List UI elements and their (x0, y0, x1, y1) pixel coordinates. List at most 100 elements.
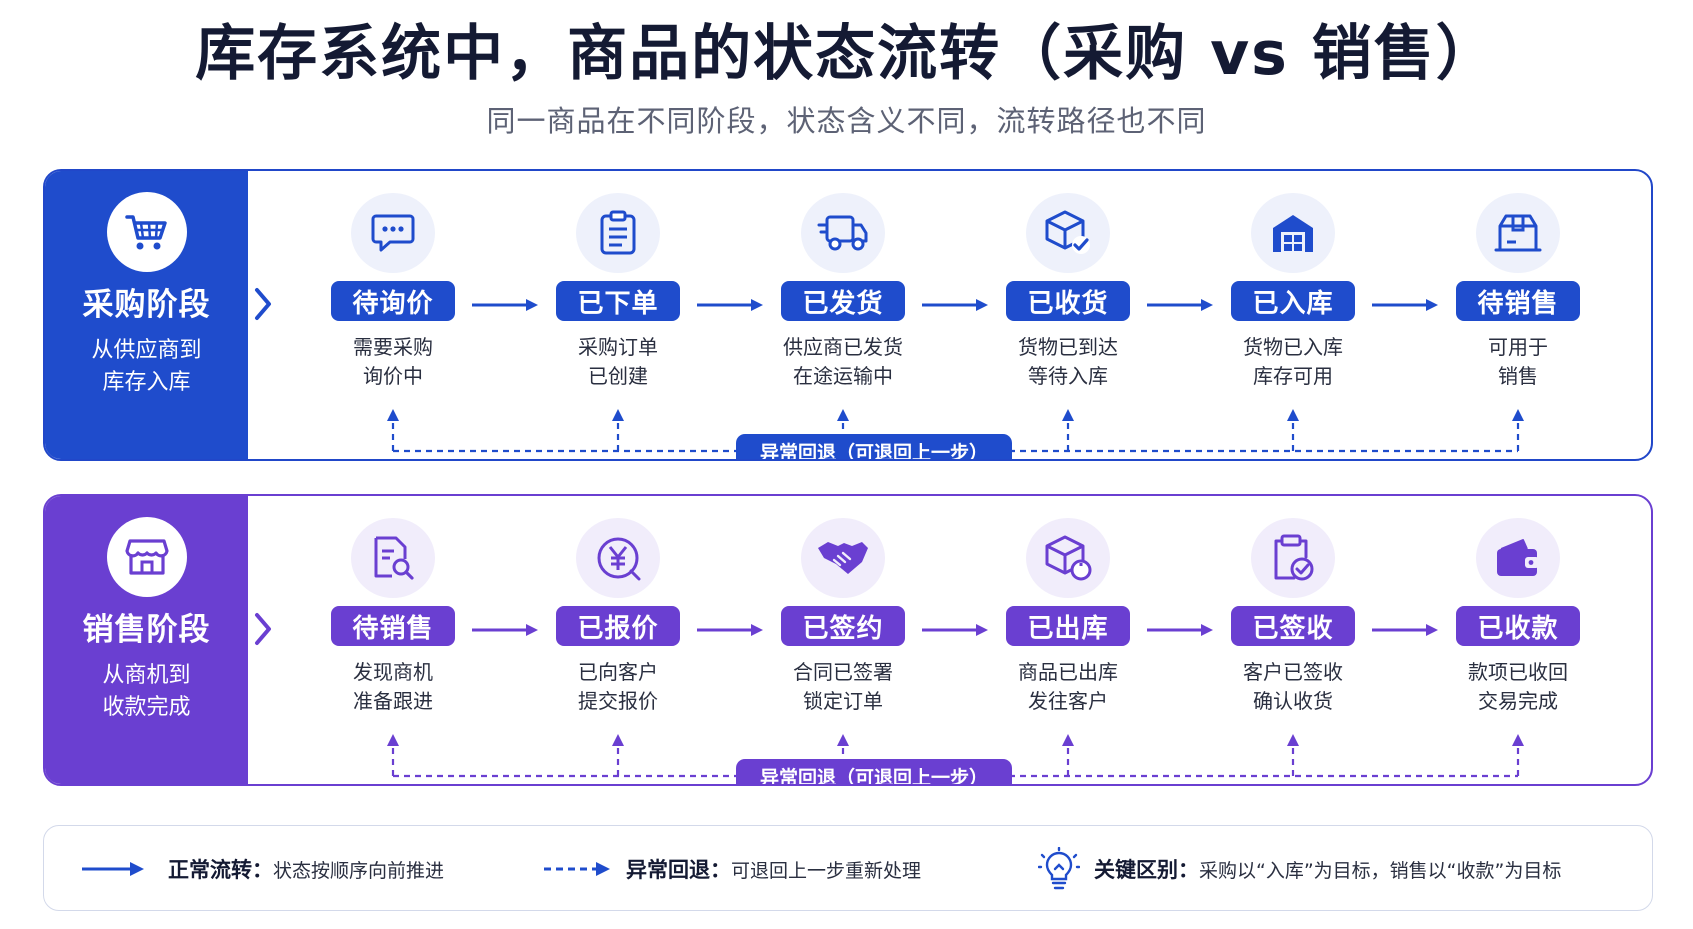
truck-icon (801, 193, 885, 273)
solid-arrow-icon (82, 862, 144, 876)
legend-rollback: 异常回退： 可退回上一步重新处理 (542, 826, 921, 912)
purchase-desc-line1: 从供应商到 (91, 338, 202, 363)
legend-key-diff-key: 关键区别： (1094, 858, 1199, 882)
state-pill: 待询价 (331, 281, 455, 321)
warehouse-icon (1251, 193, 1335, 273)
state-desc-line2: 已创建 (588, 364, 648, 388)
state-desc-line2: 确认收货 (1253, 689, 1333, 713)
state-pill: 已签约 (781, 606, 905, 646)
state-desc-line2: 交易完成 (1478, 689, 1558, 713)
legend-normal-key: 正常流转： (168, 858, 273, 882)
handshake-icon (801, 518, 885, 598)
flow-arrow (1147, 299, 1213, 311)
state-desc: 合同已签署锁定订单 (793, 658, 893, 716)
purchase-state: 已入库 货物已入库库存可用 (1193, 171, 1393, 391)
sales-desc-line1: 从商机到 (102, 663, 191, 688)
state-desc-line1: 货物已到达 (1018, 335, 1118, 359)
sales-desc-line2: 收款完成 (102, 695, 191, 720)
legend-rollback-key: 异常回退： (626, 858, 731, 882)
sales-state: 已签约 合同已签署锁定订单 (743, 496, 943, 716)
state-pill: 待销售 (331, 606, 455, 646)
state-desc: 需要采购询价中 (353, 333, 433, 391)
chevron-right-icon (255, 288, 271, 320)
purchase-stage-desc: 从供应商到 库存入库 (91, 335, 201, 399)
state-pill: 已签收 (1231, 606, 1355, 646)
purchase-stage-title: 采购阶段 (82, 287, 211, 323)
flow-arrow (922, 299, 988, 311)
state-desc-line1: 客户已签收 (1243, 660, 1343, 684)
sales-panel: 销售阶段 从商机到 收款完成 待销售 发现商机准备跟进 已报价 已向客户提交报价… (43, 494, 1653, 786)
legend-key-diff-text: 采购以“入库”为目标，销售以“收款”为目标 (1199, 859, 1562, 882)
state-desc-line1: 需要采购 (353, 335, 433, 359)
state-desc-line2: 询价中 (363, 364, 423, 388)
box-check-icon (1026, 193, 1110, 273)
legend-normal-text: 状态按顺序向前推进 (273, 859, 445, 882)
sales-stage-title: 销售阶段 (82, 612, 211, 648)
page-title: 库存系统中，商品的状态流转（采购 vs 销售） (195, 19, 1498, 89)
box-out-icon (1026, 518, 1110, 598)
state-desc-line1: 可用于 (1488, 335, 1548, 359)
state-desc-line2: 锁定订单 (803, 689, 883, 713)
flow-arrow (1147, 624, 1213, 636)
flow-arrow (472, 624, 538, 636)
package-icon (1476, 193, 1560, 273)
rollback-badge: 异常回退（可退回上一步） (736, 434, 1012, 459)
state-desc-line2: 等待入库 (1028, 364, 1108, 388)
state-pill: 已报价 (556, 606, 680, 646)
flow-arrow (697, 299, 763, 311)
sales-state: 已收款 款项已收回交易完成 (1418, 496, 1618, 716)
rollback-badge: 异常回退（可退回上一步） (736, 759, 1012, 784)
state-desc-line2: 在途运输中 (793, 364, 893, 388)
dashed-arrow-icon (544, 862, 610, 876)
flow-arrow (697, 624, 763, 636)
legend-rollback-text: 可退回上一步重新处理 (731, 859, 922, 882)
purchase-state: 已下单 采购订单已创建 (518, 171, 718, 391)
state-desc: 款项已收回交易完成 (1468, 658, 1568, 716)
sales-state: 已报价 已向客户提交报价 (518, 496, 718, 716)
state-desc: 客户已签收确认收货 (1243, 658, 1343, 716)
state-desc: 发现商机准备跟进 (353, 658, 433, 716)
state-desc: 已向客户提交报价 (578, 658, 658, 716)
purchase-state: 待询价 需要采购询价中 (293, 171, 493, 391)
state-desc-line1: 采购订单 (578, 335, 658, 359)
flow-arrow (922, 624, 988, 636)
purchase-desc-line2: 库存入库 (102, 370, 191, 395)
state-desc-line1: 发现商机 (353, 660, 433, 684)
state-desc-line1: 货物已入库 (1243, 335, 1343, 359)
legend-normal: 正常流转： 状态按顺序向前推进 (80, 826, 444, 912)
state-desc: 供应商已发货在途运输中 (783, 333, 903, 391)
state-desc-line2: 提交报价 (578, 689, 658, 713)
purchase-sidebar: 采购阶段 从供应商到 库存入库 (45, 171, 248, 459)
lightbulb-icon (1038, 847, 1080, 890)
state-pill: 已收货 (1006, 281, 1130, 321)
document-search-icon (351, 518, 435, 598)
sales-stage-desc: 从商机到 收款完成 (102, 660, 190, 724)
sales-sidebar: 销售阶段 从商机到 收款完成 (45, 496, 248, 784)
wallet-icon (1476, 518, 1560, 598)
state-pill: 已下单 (556, 281, 680, 321)
purchase-state: 已发货 供应商已发货在途运输中 (743, 171, 943, 391)
flow-arrow (1372, 624, 1438, 636)
sales-state: 已出库 商品已出库发往客户 (968, 496, 1168, 716)
state-desc-line1: 商品已出库 (1018, 660, 1118, 684)
state-desc-line2: 销售 (1498, 364, 1538, 388)
flow-arrow (1372, 299, 1438, 311)
state-desc-line1: 供应商已发货 (783, 335, 903, 359)
purchase-panel: 采购阶段 从供应商到 库存入库 待询价 需要采购询价中 已下单 采购订单已创建 … (43, 169, 1653, 461)
chat-bubble-icon (351, 193, 435, 273)
yuan-coin-icon (576, 518, 660, 598)
state-desc-line1: 款项已收回 (1468, 660, 1568, 684)
state-desc: 采购订单已创建 (578, 333, 658, 391)
state-desc-line2: 准备跟进 (353, 689, 433, 713)
page-subtitle: 同一商品在不同阶段，状态含义不同，流转路径也不同 (486, 104, 1207, 138)
legend-key-diff: 关键区别： 采购以“入库”为目标，销售以“收款”为目标 (1038, 826, 1561, 912)
shopping-cart-icon (106, 192, 187, 272)
state-desc-line2: 库存可用 (1253, 364, 1333, 388)
state-desc-line1: 合同已签署 (793, 660, 893, 684)
clipboard-check-icon (1251, 518, 1335, 598)
clipboard-icon (576, 193, 660, 273)
state-pill: 待销售 (1456, 281, 1580, 321)
state-desc: 货物已入库库存可用 (1243, 333, 1343, 391)
sales-state: 已签收 客户已签收确认收货 (1193, 496, 1393, 716)
purchase-state: 已收货 货物已到达等待入库 (968, 171, 1168, 391)
